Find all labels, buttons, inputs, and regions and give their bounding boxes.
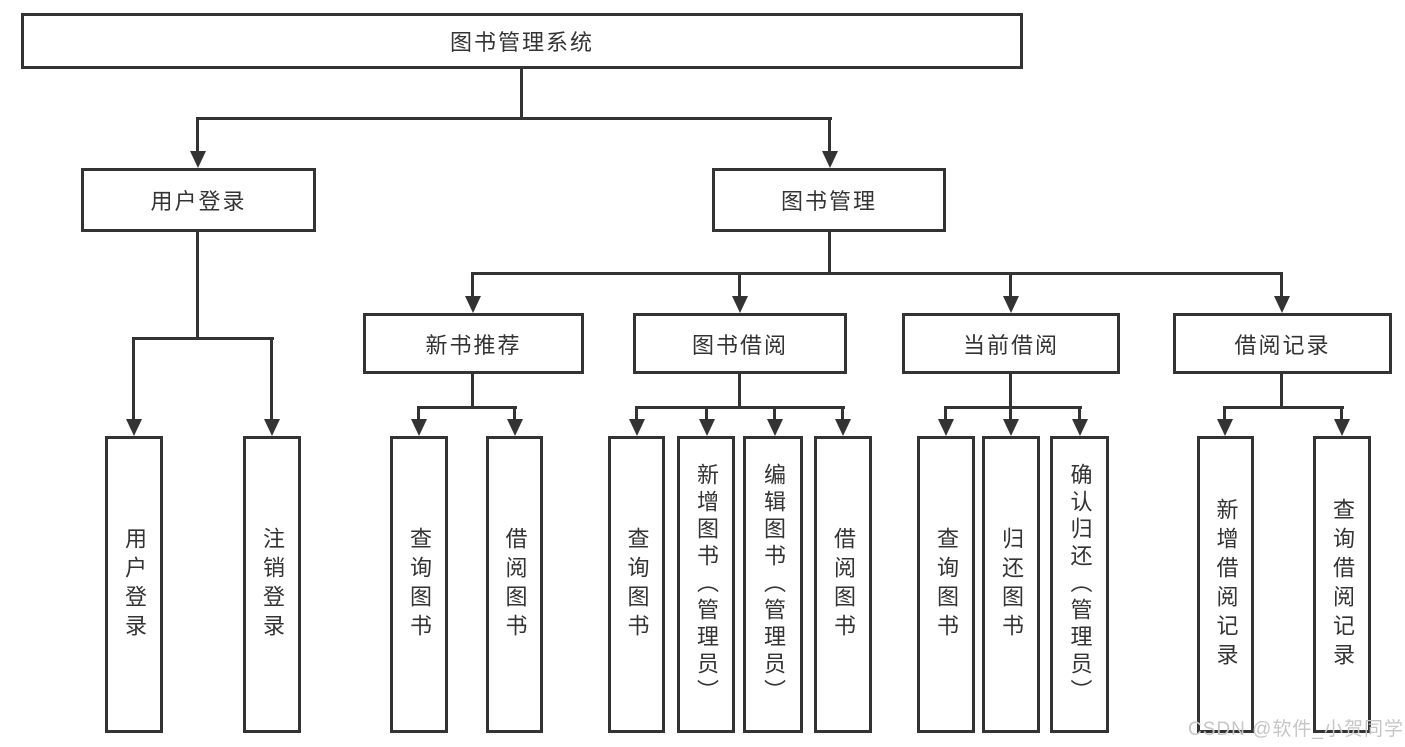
connector-line [513, 406, 516, 421]
leaf-query-borrow-record: 查询借阅记录 [1313, 436, 1371, 733]
leaf-logout-label: 注销登录 [260, 526, 285, 643]
leaf-return-book: 归还图书 [982, 436, 1040, 733]
node-user-login: 用户登录 [81, 168, 316, 232]
leaf-add-book-admin: 新增图书（管理员） [677, 436, 735, 733]
arrow-down-icon [732, 296, 748, 313]
node-new-book-recommend: 新书推荐 [363, 313, 584, 374]
leaf-edit-book-admin: 编辑图书（管理员） [743, 436, 803, 733]
connector-line [520, 69, 523, 120]
arrow-down-icon [938, 419, 954, 436]
node-root: 图书管理系统 [21, 13, 1023, 69]
arrow-down-icon [1003, 296, 1019, 313]
leaf-recommend-borrow-book: 借阅图书 [486, 436, 543, 733]
arrow-down-icon [190, 151, 206, 168]
connector-line [1009, 272, 1012, 298]
node-current-borrow: 当前借阅 [902, 313, 1120, 374]
connector-line [705, 406, 708, 421]
arrow-down-icon [1334, 419, 1350, 436]
connector-line [1078, 406, 1081, 421]
connector-line [417, 406, 517, 409]
leaf-borrow-query-book-label: 查询图书 [624, 526, 650, 643]
connector-line [132, 337, 135, 421]
leaf-logout: 注销登录 [243, 436, 301, 733]
arrow-down-icon [507, 419, 523, 436]
arrow-down-icon [1003, 419, 1019, 436]
leaf-recommend-query-book: 查询图书 [390, 436, 448, 733]
leaf-borrow-book-label: 借阅图书 [831, 526, 856, 643]
node-new-book-recommend-label: 新书推荐 [425, 332, 522, 358]
node-user-login-label: 用户登录 [150, 189, 247, 214]
connector-line [1280, 272, 1283, 298]
leaf-user-login-label: 用户登录 [122, 526, 147, 643]
csdn-watermark: CSDN @软件_小贺同学 [1188, 719, 1404, 740]
leaf-add-book-admin-label: 新增图书（管理员） [694, 463, 719, 706]
connector-line [132, 337, 274, 340]
leaf-query-borrow-record-label: 查询借阅记录 [1330, 497, 1355, 672]
arrow-down-icon [1274, 296, 1290, 313]
connector-line [196, 117, 832, 120]
leaf-recommend-borrow-book-label: 借阅图书 [502, 526, 528, 643]
arrow-down-icon [126, 419, 142, 436]
connector-line [944, 406, 947, 421]
node-root-label: 图书管理系统 [449, 30, 594, 55]
leaf-user-login: 用户登录 [105, 436, 163, 733]
node-book-borrow: 图书借阅 [633, 313, 847, 374]
arrow-down-icon [767, 419, 783, 436]
connector-line [1280, 374, 1283, 408]
connector-line [417, 406, 420, 421]
arrow-down-icon [629, 419, 645, 436]
connector-line [270, 337, 273, 421]
connector-line [1223, 406, 1226, 421]
leaf-current-query-book: 查询图书 [917, 436, 975, 733]
connector-line [1223, 406, 1344, 409]
arrow-down-icon [264, 419, 280, 436]
arrow-down-icon [822, 151, 838, 168]
arrow-down-icon [411, 419, 427, 436]
connector-line [1009, 374, 1012, 408]
leaf-current-query-book-label: 查询图书 [934, 526, 959, 643]
arrow-down-icon [465, 296, 481, 313]
node-book-management: 图书管理 [712, 168, 946, 232]
arrow-down-icon [699, 419, 715, 436]
node-borrow-record-label: 借阅记录 [1234, 332, 1331, 358]
connector-line [471, 272, 474, 298]
connector-line [196, 232, 199, 339]
node-book-management-label: 图书管理 [780, 189, 877, 214]
connector-line [841, 406, 844, 421]
connector-line [635, 406, 638, 421]
leaf-confirm-return-admin-label: 确认归还（管理员） [1067, 463, 1093, 706]
connector-line [1009, 406, 1012, 421]
leaf-edit-book-admin-label: 编辑图书（管理员） [761, 463, 786, 706]
arrow-down-icon [835, 419, 851, 436]
connector-line [1340, 406, 1343, 421]
connector-line [738, 272, 741, 298]
connector-line [635, 406, 845, 409]
leaf-borrow-query-book: 查询图书 [608, 436, 665, 733]
leaf-borrow-book: 借阅图书 [814, 436, 872, 733]
arrow-down-icon [1217, 419, 1233, 436]
node-current-borrow-label: 当前借阅 [962, 332, 1059, 358]
connector-line [471, 272, 1283, 275]
connector-line [828, 232, 831, 274]
connector-line [196, 117, 199, 153]
node-borrow-record: 借阅记录 [1173, 313, 1392, 374]
leaf-confirm-return-admin: 确认归还（管理员） [1050, 436, 1109, 733]
leaf-add-borrow-record-label: 新增借阅记录 [1213, 497, 1239, 672]
connector-line [471, 374, 474, 408]
leaf-recommend-query-book-label: 查询图书 [407, 526, 432, 643]
arrow-down-icon [1072, 419, 1088, 436]
connector-line [828, 117, 831, 153]
leaf-add-borrow-record: 新增借阅记录 [1197, 436, 1254, 733]
connector-line [738, 374, 741, 408]
connector-line [944, 406, 1082, 409]
leaf-return-book-label: 归还图书 [999, 526, 1024, 643]
node-book-borrow-label: 图书借阅 [691, 332, 788, 358]
connector-line [773, 406, 776, 421]
